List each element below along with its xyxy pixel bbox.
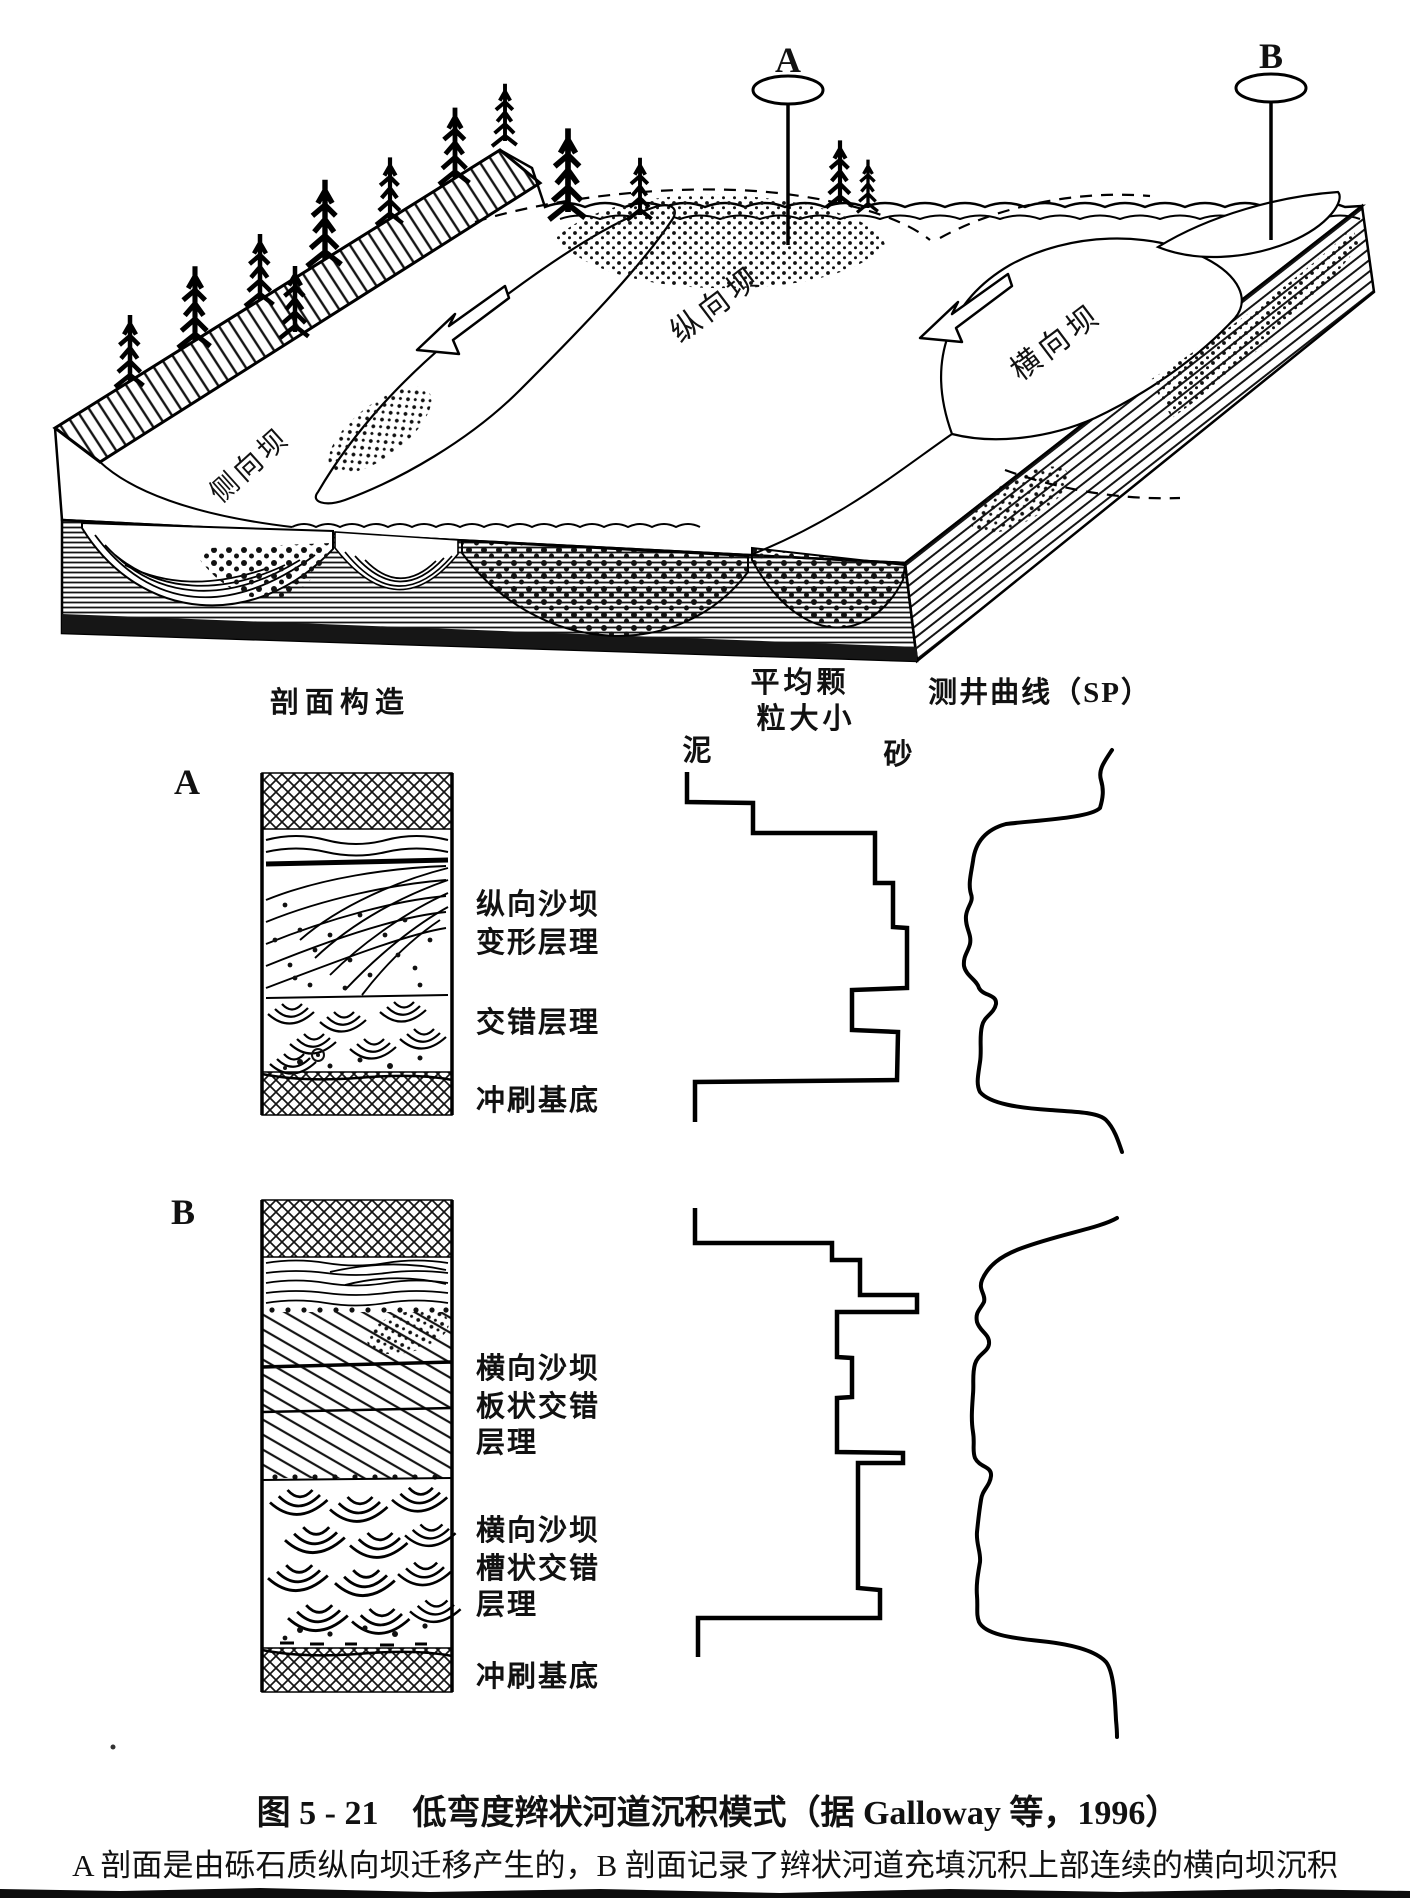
profile-structure-header: 剖面构造 [270,685,410,719]
front-channel-1 [81,521,334,607]
front-channel-3 [751,546,907,629]
column-a-pebbles-base [283,1048,423,1070]
annotation-a3: 冲刷基底 [476,1084,600,1117]
annotation-b1-line1: 横向沙坝 [476,1352,600,1385]
annotation-b1-line3: 层理 [476,1427,538,1459]
well-a-letter: A [775,40,801,80]
right-bank-line [747,433,953,557]
well-b-letter: B [1259,36,1283,76]
mud-axis-label: 泥 [682,734,711,767]
well-a-symbol [751,74,825,106]
annotation-b3: 冲刷基底 [476,1660,600,1693]
block-diagram: 纵向坝 横向坝 侧向坝 A B [52,36,1376,664]
figure-footnote: A 剖面是由砾石质纵向坝迁移产生的，B 剖面记录了辫状河道充填沉积上部连续的横向… [72,1848,1338,1883]
section-a-label: A [174,762,200,802]
grain-size-header-line1: 平均颗 [750,666,849,699]
figure-caption: 图 5 - 21 低弯度辫状河道沉积模式（据 Galloway 等，1996） [257,1793,1180,1832]
grain-size-curve-b [692,1208,920,1657]
column-a-pebbles-upper [272,902,433,991]
grain-size-curve-a [684,772,910,1122]
annotation-b2-line1: 横向沙坝 [476,1514,600,1547]
annotation-b1-line2: 板状交错 [476,1389,600,1423]
front-bar-hump [334,531,459,591]
annotation-b2-line3: 层理 [476,1589,538,1621]
well-marker-a: A [751,40,825,245]
well-marker-b: B [1234,36,1308,240]
front-channel-2 [461,539,749,637]
section-b: B [171,1192,1119,1739]
column-b-trough-beds [266,1486,462,1635]
column-a-ripple-band [265,835,449,857]
section-b-label: B [171,1192,195,1232]
transverse-bar-shape [940,237,1243,441]
column-a [260,772,454,1116]
vegetated-bar-head [556,194,885,289]
column-b [260,1199,462,1693]
water-line-front [291,523,701,529]
column-b-pebbles-base [282,1623,428,1641]
grain-size-header-line2: 粒大小 [756,702,855,735]
front-face-dark-base [62,614,917,661]
column-b-contact-dots-1 [269,1307,449,1313]
dashed-bar-margins [474,188,1181,500]
well-log-header: 测井曲线（SP） [928,676,1152,709]
annotation-b2-line2: 槽状交错 [476,1551,600,1585]
levee-bank-line [99,461,293,528]
scan-bottom-edge [0,1888,1410,1898]
bar-near-well-b [1155,190,1341,259]
gravel-patches [328,228,1360,534]
sp-log-curve-a [961,748,1124,1154]
sp-log-curve-b [969,1216,1119,1739]
sand-axis-label: 砂 [883,738,912,771]
annotation-a2: 交错层理 [476,1005,600,1039]
section-a: A [174,748,1124,1154]
well-b-symbol [1234,72,1308,104]
annotation-a1-line2: 变形层理 [476,925,600,959]
scan-speck [110,1744,116,1750]
column-headers: 剖面构造 平均颗 粒大小 测井曲线（SP） 泥 砂 [270,666,1152,771]
column-a-trough-beds [266,1000,448,1075]
section-b-annotations: 横向沙坝 板状交错 层理 横向沙坝 槽状交错 层理 冲刷基底 [476,1352,600,1693]
column-b-laminae-band [265,1259,449,1307]
column-a-deformed-beds [265,865,449,996]
caption-block: 图 5 - 21 低弯度辫状河道沉积模式（据 Galloway 等，1996） … [72,1793,1338,1883]
annotation-a1-line1: 纵向沙坝 [476,888,600,921]
section-a-annotations: 纵向沙坝 变形层理 交错层理 冲刷基底 [476,888,600,1117]
